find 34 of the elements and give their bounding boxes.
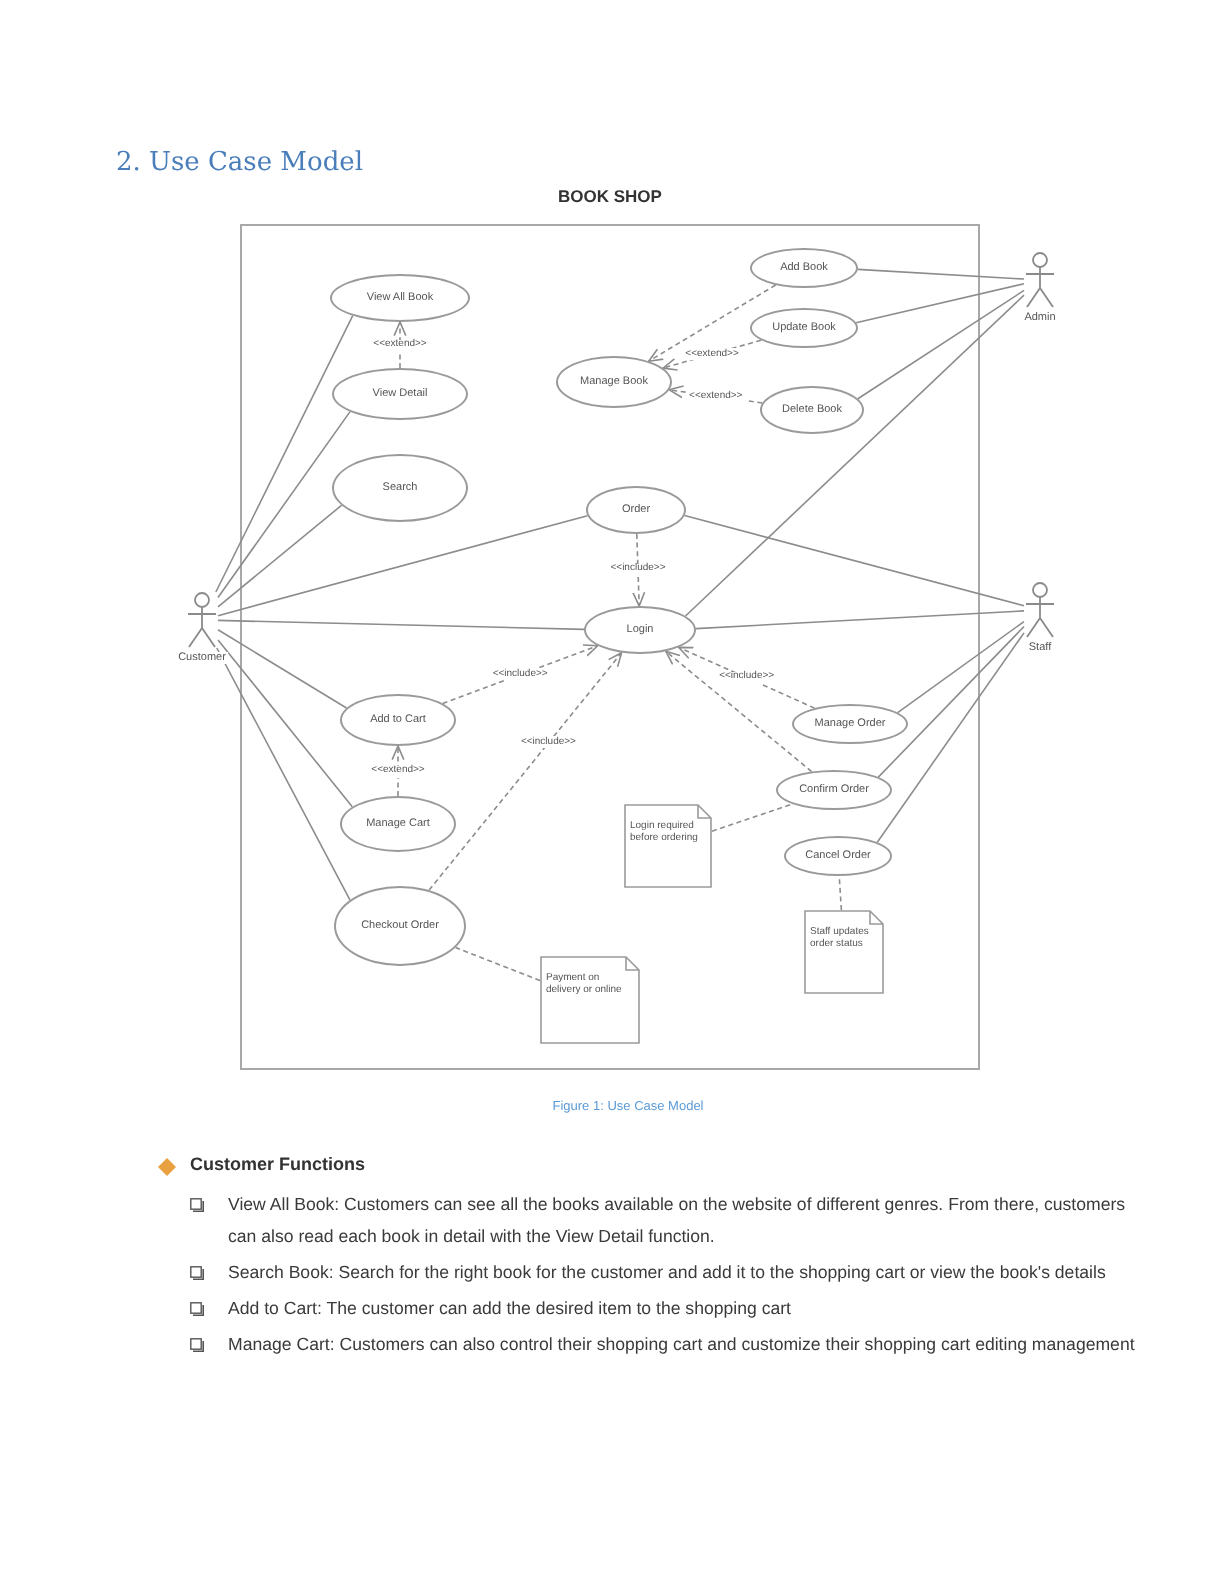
- connector-line: [684, 294, 1025, 617]
- connector-line: [217, 514, 589, 617]
- section-subheading: Customer Functions: [190, 1154, 366, 1176]
- arrow: [428, 651, 623, 891]
- connector-line: [838, 875, 843, 911]
- bullet-text: Search Book: Search for the right book for the customer and add it to the shopping cart or view the book's details: [228, 1260, 1108, 1286]
- arrow: [391, 745, 405, 797]
- connector-line: [215, 314, 354, 593]
- connector-line: [876, 632, 1025, 844]
- connector-line: [877, 625, 1025, 778]
- arrow: [677, 646, 816, 709]
- bullet-text: View All Book: Customers can see all the books available on the website of different genres. From there, customers can also read each book in detail with the View Detail function.: [228, 1192, 1128, 1250]
- arrow: [393, 321, 407, 369]
- arrow: [647, 284, 777, 362]
- connector-line: [711, 803, 794, 832]
- connector-line: [217, 504, 343, 608]
- bullet-text: Add to Cart: The customer can add the desired item to the shopping cart: [228, 1296, 793, 1322]
- arrow: [665, 650, 813, 773]
- connector-line: [857, 289, 1025, 400]
- arrow: [632, 533, 646, 607]
- connector-line: [217, 410, 351, 599]
- connector-line: [695, 610, 1025, 630]
- connector-line: [454, 946, 541, 982]
- connector-line: [857, 268, 1025, 280]
- system-title: BOOK SHOP: [558, 186, 662, 207]
- connector-line: [217, 639, 354, 808]
- connector-line: [216, 647, 351, 901]
- section-heading: 2. Use Case Model: [116, 148, 363, 180]
- connector-line: [217, 619, 585, 631]
- connector-line: [896, 620, 1025, 714]
- connector-line: [683, 514, 1025, 607]
- connector-line: [217, 628, 348, 709]
- bullet-text: Manage Cart: Customers can also control their shopping cart and customize their shopping cart editing management: [228, 1332, 1137, 1358]
- connector-line: [855, 282, 1025, 324]
